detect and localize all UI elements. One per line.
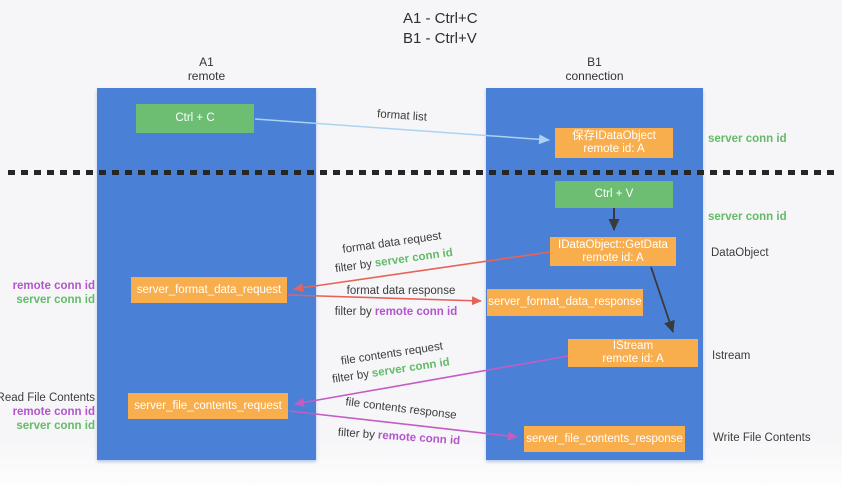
title-line-2: B1 - Ctrl+V <box>403 30 477 47</box>
format-request-conn-id-annotations: remote conn id server conn id <box>13 279 95 307</box>
istream-line1: IStream <box>612 340 654 352</box>
ctrl-v-node: Ctrl + V <box>555 181 673 208</box>
write-file-contents-annotation: Write File Contents <box>713 432 811 444</box>
istream-line2: remote id: A <box>602 353 664 365</box>
getdata-node: IDataObject::GetData remote id: A <box>550 237 676 266</box>
server-conn-id-text: server conn id <box>374 246 454 270</box>
filter-by-text: filter by <box>334 258 373 276</box>
getdata-line1: IDataObject::GetData <box>558 238 668 251</box>
istream-node: IStream remote id: A <box>568 339 698 367</box>
copy-paste-divider-line <box>8 170 836 175</box>
filter-by-text: filter by <box>334 306 372 318</box>
remote-conn-id-text: remote conn id <box>377 429 461 448</box>
format-request-label: server_format_data_request <box>136 283 282 296</box>
format-response-node: server_format_data_response <box>487 289 643 316</box>
file-response-label: server_file_contents_response <box>526 432 683 445</box>
file-response-node: server_file_contents_response <box>524 426 685 452</box>
format-list-label: format list <box>376 108 428 124</box>
lifeline-header-b1: B1 connection <box>486 55 703 83</box>
ctrl-c-label: Ctrl + C <box>175 112 215 124</box>
save-dataobject-line1: 保存IDataObject <box>572 130 656 142</box>
lifeline-b1-role: connection <box>565 69 624 83</box>
read-file-contents-annotation: Read File Contents <box>0 392 95 404</box>
dataobject-annotation: DataObject <box>711 247 769 259</box>
istream-annotation: Istream <box>712 350 751 362</box>
server-conn-id-annotation-top: server conn id <box>708 133 787 145</box>
save-dataobject-node: 保存IDataObject remote id: A <box>555 128 673 158</box>
format-response-label: server_format_data_response <box>488 296 642 308</box>
format-data-response-label: format data response <box>346 285 456 297</box>
lifeline-a1-role: remote <box>187 69 226 83</box>
server-conn-id-annotation-left2: server conn id <box>16 420 95 432</box>
remote-conn-id-text: remote conn id <box>374 306 458 318</box>
remote-conn-id-annotation-2: remote conn id <box>12 406 95 418</box>
remote-conn-id-annotation-1: remote conn id <box>12 280 95 292</box>
diagram-title: A1 - Ctrl+C B1 - Ctrl+V <box>403 9 478 49</box>
filter-by-text: filter by <box>331 368 370 386</box>
lifeline-b1-name: B1 <box>587 55 602 69</box>
filter-by-text: filter by <box>337 426 376 442</box>
ctrl-v-label: Ctrl + V <box>594 188 634 200</box>
file-request-node: server_file_contents_request <box>128 393 288 419</box>
server-conn-id-annotation-mid: server conn id <box>708 211 787 223</box>
lifeline-a1-name: A1 <box>199 55 214 69</box>
lifeline-header-a1: A1 remote <box>97 55 316 83</box>
title-line-1: A1 - Ctrl+C <box>403 10 478 27</box>
file-request-label: server_file_contents_request <box>134 399 282 412</box>
getdata-line2: remote id: A <box>582 251 644 264</box>
format-request-node: server_format_data_request <box>131 277 287 303</box>
save-dataobject-line2: remote id: A <box>583 143 645 155</box>
file-contents-response-label: file contents response <box>344 396 458 422</box>
ctrl-c-node: Ctrl + C <box>136 104 254 133</box>
file-request-annotations: Read File Contents remote conn id server… <box>0 391 95 433</box>
server-conn-id-annotation-left1: server conn id <box>16 294 95 306</box>
